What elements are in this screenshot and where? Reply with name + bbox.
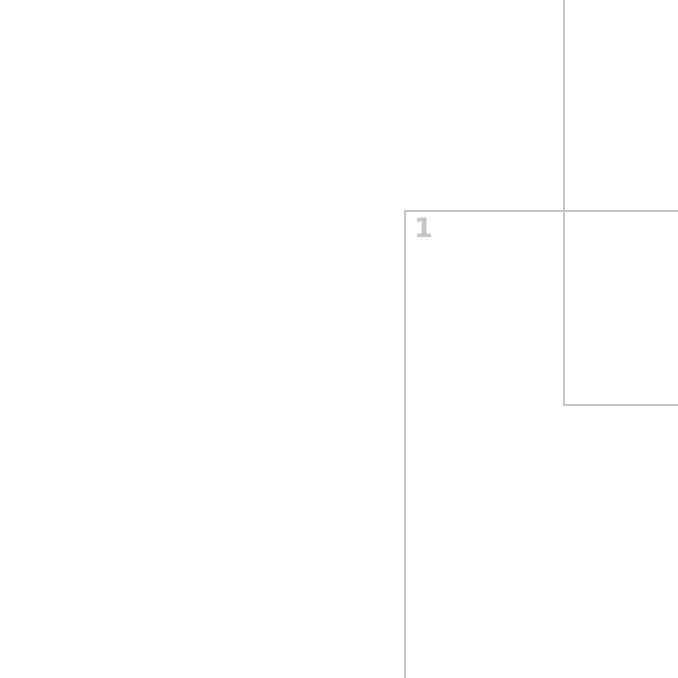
upper-panel-left-border — [563, 0, 565, 406]
panel-left-border — [404, 210, 406, 678]
panel-top-border — [404, 210, 678, 212]
panel-number-label: 1 — [414, 213, 433, 244]
upper-panel-bottom-border — [563, 404, 678, 406]
